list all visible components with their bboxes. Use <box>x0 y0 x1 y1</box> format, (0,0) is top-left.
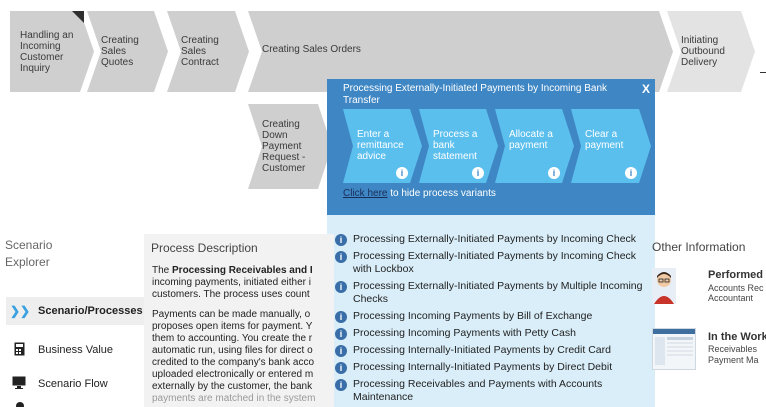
description-paragraph: The Processing Receivables and I incomin… <box>152 265 332 301</box>
variant-label: Processing Externally-Initiated Payments… <box>353 280 643 305</box>
performer-name: Performed <box>708 269 764 281</box>
variant-label: Processing Internally-Initiated Payments… <box>353 361 613 373</box>
hide-variants-line: Click here to hide process variants <box>343 188 496 199</box>
step-label: Process a bank statement <box>433 129 478 162</box>
info-icon: i <box>335 345 347 357</box>
info-icon: i <box>335 362 347 374</box>
list-item[interactable]: i Processing Incoming Payments by Bill of… <box>335 310 651 323</box>
scenario-explorer-title: Scenario Explorer <box>5 237 52 271</box>
hide-variants-link[interactable]: Click here <box>343 188 388 199</box>
step-label: Enter a remittance advice <box>357 129 404 162</box>
performer-role: Accounts Rec Accountant <box>708 283 764 303</box>
nav-label: Business Value <box>38 344 114 356</box>
variant-label: Processing Incoming Payments by Bill of … <box>353 310 593 322</box>
variant-label: Processing Externally-Initiated Payments… <box>353 250 637 275</box>
info-icon[interactable]: i <box>396 167 408 179</box>
panel-title: Process Description <box>151 241 258 255</box>
info-icon[interactable]: i <box>625 167 637 179</box>
info-icon[interactable]: i <box>548 167 560 179</box>
edge-tick <box>760 72 766 73</box>
nav-label: Scenario/Processes <box>38 305 143 317</box>
step-clear-payment[interactable]: Clear a payment i <box>571 109 651 183</box>
popup-header: Processing Externally-Initiated Payments… <box>327 79 655 215</box>
description-body: The Processing Receivables and I incomin… <box>152 265 332 407</box>
variant-label: Processing Receivables and Payments with… <box>353 378 603 403</box>
info-icon: i <box>335 328 347 340</box>
nav-business-value[interactable]: Business Value <box>6 336 146 364</box>
nav-scenario-processes[interactable]: ❯❯ Scenario/Processes <box>6 297 146 325</box>
text: incoming payments, initiated either i cu… <box>152 277 311 300</box>
list-item[interactable]: i Processing Externally-Initiated Payment… <box>335 280 651 306</box>
partial-nav-icon <box>16 402 24 407</box>
work-center-title: In the Work <box>708 331 766 343</box>
process-step-label: Handling an Incoming Customer Inquiry <box>20 29 74 74</box>
step-enter-remittance[interactable]: Enter a remittance advice i <box>343 109 422 183</box>
step-allocate-payment[interactable]: Allocate a payment i <box>495 109 574 183</box>
process-step-down-payment-request[interactable]: Creating Down Payment Request - Customer <box>248 104 332 189</box>
process-step-sales-quotes[interactable]: Creating Sales Quotes <box>87 11 168 92</box>
selected-corner-marker <box>72 11 84 23</box>
process-step-label: Creating Sales Orders <box>262 44 361 55</box>
info-icon: i <box>335 251 347 263</box>
list-item[interactable]: i Processing Internally-Initiated Payment… <box>335 344 651 357</box>
info-icon[interactable]: i <box>472 167 484 179</box>
calculator-icon <box>10 342 28 359</box>
nav-label: Scenario Flow <box>38 378 108 390</box>
monitor-icon <box>10 376 28 392</box>
work-center-subtitle: Receivables Payment Ma <box>708 344 759 366</box>
process-step-label: Creating Sales Contract <box>181 35 219 68</box>
list-item[interactable]: i Processing Receivables and Payments wit… <box>335 378 651 404</box>
process-step-outbound-delivery[interactable]: Initiating Outbound Delivery <box>667 11 755 92</box>
work-line: Receivables <box>708 344 758 354</box>
list-item[interactable]: i Processing Externally-Initiated Payment… <box>335 250 651 276</box>
info-icon: i <box>335 311 347 323</box>
process-step-label: Creating Down Payment Request - Customer <box>262 119 306 174</box>
step-label: Allocate a payment <box>509 129 553 151</box>
process-step-handling-inquiry[interactable]: Handling an Incoming Customer Inquiry <box>10 11 94 92</box>
process-description-panel: Process Description The Processing Recei… <box>144 234 334 407</box>
info-icon: i <box>335 379 347 391</box>
info-icon: i <box>335 234 347 246</box>
description-paragraph: Payments can be made manually, o propose… <box>152 309 332 405</box>
close-button[interactable]: X <box>641 82 650 96</box>
process-step-label: Initiating Outbound Delivery <box>681 35 725 68</box>
process-step-sales-orders[interactable]: Creating Sales Orders <box>248 11 673 92</box>
bold-text: Processing Receivables and I <box>172 265 313 276</box>
role-line: Accountant <box>708 293 754 303</box>
step-label: Clear a payment <box>585 129 624 151</box>
text: Payments can be made manually, o propose… <box>152 309 315 392</box>
text: The <box>152 265 173 276</box>
variant-label: Processing Externally-Initiated Payments… <box>353 233 637 245</box>
process-variant-popup: Processing Externally-Initiated Payments… <box>327 79 655 407</box>
work-line: Payment Ma <box>708 355 759 365</box>
popup-title: Processing Externally-Initiated Payments… <box>343 83 608 106</box>
other-information-title: Other Information <box>652 240 746 254</box>
chevrons-icon: ❯❯ <box>10 304 31 318</box>
info-icon: i <box>335 281 347 293</box>
explorer-title-line: Explorer <box>5 255 50 269</box>
role-line: Accounts Rec <box>708 283 764 293</box>
text: payments are matched in the system <box>152 393 316 404</box>
explorer-title-line: Scenario <box>5 238 53 252</box>
variant-label: Processing Internally-Initiated Payments… <box>353 344 611 356</box>
process-step-label: Creating Sales Quotes <box>101 35 139 68</box>
nav-scenario-flow[interactable]: Scenario Flow <box>6 370 146 398</box>
list-item[interactable]: i Processing Incoming Payments with Petty… <box>335 327 651 340</box>
step-process-bank-statement[interactable]: Process a bank statement i <box>419 109 498 183</box>
hide-variants-text: to hide process variants <box>387 188 496 199</box>
variant-label: Processing Incoming Payments with Petty … <box>353 327 576 339</box>
avatar <box>652 268 676 304</box>
list-item[interactable]: i Processing Internally-Initiated Payment… <box>335 361 651 374</box>
work-center-screenshot-icon[interactable] <box>652 328 696 370</box>
process-step-sales-contract[interactable]: Creating Sales Contract <box>167 11 249 92</box>
list-item[interactable]: i Processing Externally-Initiated Payment… <box>335 233 651 246</box>
